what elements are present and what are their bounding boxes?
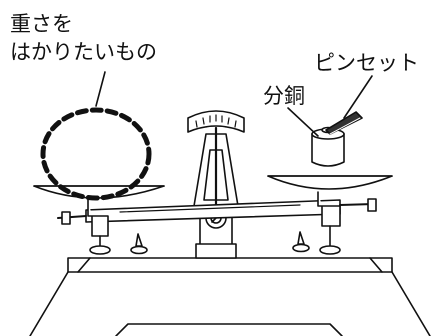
needle-housing [193,126,239,208]
weight-leader-line [287,107,319,137]
adjuster-pegs [130,231,310,255]
object-to-weigh-outline [40,107,152,201]
weight-cylinder [311,126,345,167]
tweezers-leader-line [343,75,373,119]
right-pan [267,175,393,255]
tweezers [325,111,363,135]
tweezers-label: ピンセット [314,51,419,75]
pointer-scale [187,110,245,133]
scale-base [29,257,431,336]
object-label-line1: 重さを [10,12,73,36]
object-label-line2: はかりたいもの [10,40,157,64]
weight-label: 分銅 [263,84,305,108]
object-leader-line [95,71,106,107]
